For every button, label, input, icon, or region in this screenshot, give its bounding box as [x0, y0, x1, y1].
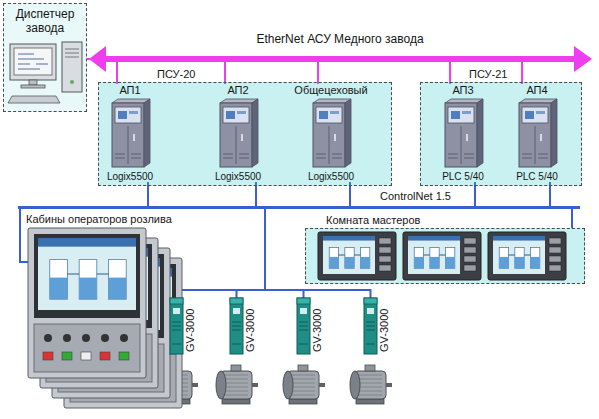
- model-label: PLC 5/40: [433, 171, 493, 183]
- device-label: Общецеховый: [290, 84, 372, 97]
- controlnet-bus: ControlNet 1.5: [18, 188, 580, 209]
- plc-cabinet: АП3PLC 5/40: [433, 84, 493, 182]
- bus-label: ControlNet 1.5: [380, 190, 451, 203]
- operator-panel-stack: [28, 228, 185, 410]
- plc-cabinet: АП1Logix5500: [100, 84, 160, 182]
- drive-label: GV-3000: [379, 309, 390, 352]
- drive-label: GV-3000: [245, 309, 256, 352]
- plc-cabinet: АП4PLC 5/40: [507, 84, 567, 182]
- operator-cabins: Кабины операторов розлива: [28, 228, 185, 410]
- plc-cabinet: ОбщецеховыйLogix5500: [290, 84, 372, 182]
- model-label: Logix5500: [290, 171, 372, 183]
- model-label: Logix5500: [100, 171, 160, 183]
- drive-unit: GV-3000: [362, 298, 394, 354]
- control-room-group: ПСУ-21АП3PLC 5/40АП4PLC 5/40: [420, 82, 582, 186]
- group-heading: ПСУ-21: [469, 68, 507, 81]
- dispatcher-station: Диспетчер завода: [3, 3, 87, 112]
- cabinet-illustration: [290, 84, 372, 182]
- cabinet-illustration: [507, 84, 567, 182]
- plc-cabinet: АП2Logix5500: [208, 84, 268, 182]
- cabinet-illustration: [433, 84, 493, 182]
- bus-connector: [177, 208, 266, 299]
- station-heading: Диспетчер завода: [4, 4, 86, 36]
- drive-unit: GV-3000: [295, 298, 327, 354]
- drive-unit: GV-3000: [168, 298, 200, 354]
- bus-connector: [449, 59, 451, 84]
- bus-connector: [224, 59, 226, 84]
- foremen-panels: [306, 229, 584, 283]
- group-heading: ПСУ-20: [157, 68, 195, 81]
- bus-connector: [317, 59, 319, 84]
- cabinet-illustration: [100, 84, 160, 182]
- bus-connector: [265, 208, 304, 299]
- model-label: Logix5500: [208, 171, 268, 183]
- control-room-group: ПСУ-20АП1Logix5500АП2Logix5500Общецеховы…: [98, 82, 392, 186]
- bus-connector: [571, 208, 573, 229]
- drive-label: GV-3000: [312, 309, 323, 352]
- device-label: АП4: [507, 84, 567, 97]
- drive-unit: GV-3000: [228, 298, 260, 354]
- bus-connector: [237, 208, 266, 299]
- device-label: АП2: [208, 84, 268, 97]
- station-heading: Комната мастеров: [326, 214, 420, 227]
- model-label: PLC 5/40: [507, 171, 567, 183]
- bus-label: EtherNet АСУ Медного завода: [102, 30, 578, 47]
- motor-illustration: [350, 365, 392, 404]
- device-label: АП1: [100, 84, 160, 97]
- device-label: АП3: [433, 84, 493, 97]
- motor-illustration: [283, 365, 325, 404]
- station-heading: Кабины операторов розлива: [26, 213, 172, 226]
- foremen-room: Комната мастеров: [305, 228, 585, 284]
- drive-label: GV-3000: [185, 309, 196, 352]
- motor-illustration: [216, 365, 258, 404]
- bus-connector: [521, 59, 523, 84]
- bus-connector: [116, 59, 118, 84]
- ethernet-bus: EtherNet АСУ Медного завода: [102, 30, 578, 62]
- cabinet-illustration: [208, 84, 268, 182]
